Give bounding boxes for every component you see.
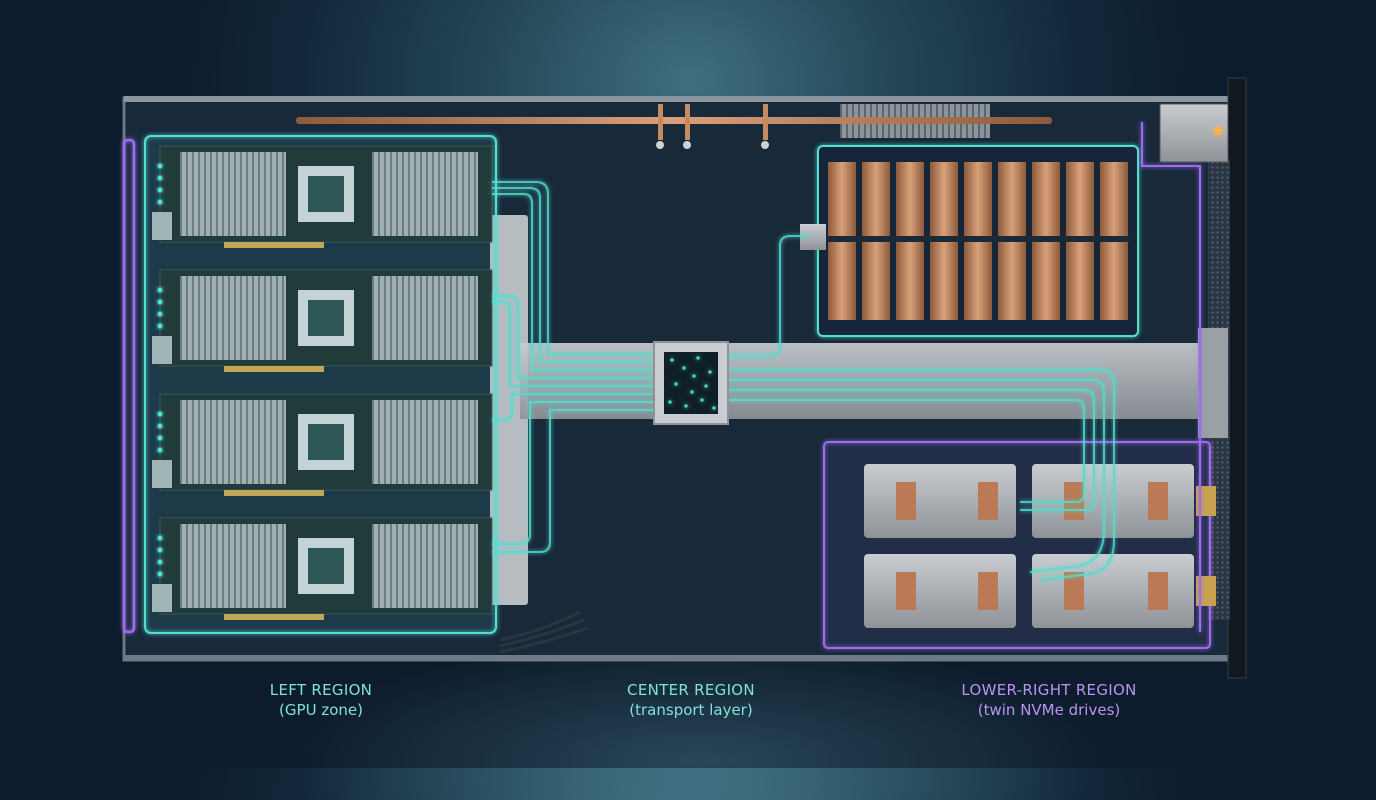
- nvme-zone: [823, 441, 1216, 649]
- right-rail-outline: [1141, 122, 1201, 632]
- left-rail-outline: [122, 138, 136, 634]
- right-region-title: LOWER-RIGHT REGION: [961, 681, 1137, 699]
- power-led-icon: [1214, 127, 1222, 135]
- memory-modules: [824, 162, 1132, 320]
- left-region-title: LEFT REGION: [269, 681, 373, 699]
- nvme-drive-4: [1032, 554, 1194, 628]
- center-region-subtitle: (transport layer): [629, 701, 753, 719]
- switch-chip: [653, 341, 729, 425]
- server-diagram: [122, 77, 1247, 679]
- memory-bank: [800, 145, 1139, 337]
- center-region-title: CENTER REGION: [627, 681, 755, 699]
- gpu-zone-outline: [144, 135, 497, 634]
- nvme-drive-3: [864, 554, 1016, 628]
- left-region-label: LEFT REGION (GPU zone): [221, 680, 421, 720]
- right-region-label: LOWER-RIGHT REGION (twin NVMe drives): [919, 680, 1179, 720]
- left-region-subtitle: (GPU zone): [279, 701, 363, 719]
- center-region-label: CENTER REGION (transport layer): [591, 680, 791, 720]
- heat-pipe: [296, 104, 1052, 149]
- right-region-subtitle: (twin NVMe drives): [977, 701, 1121, 719]
- nvme-drive-1: [864, 464, 1016, 538]
- data-traces: [492, 181, 1115, 581]
- cable-bundle: [499, 610, 589, 654]
